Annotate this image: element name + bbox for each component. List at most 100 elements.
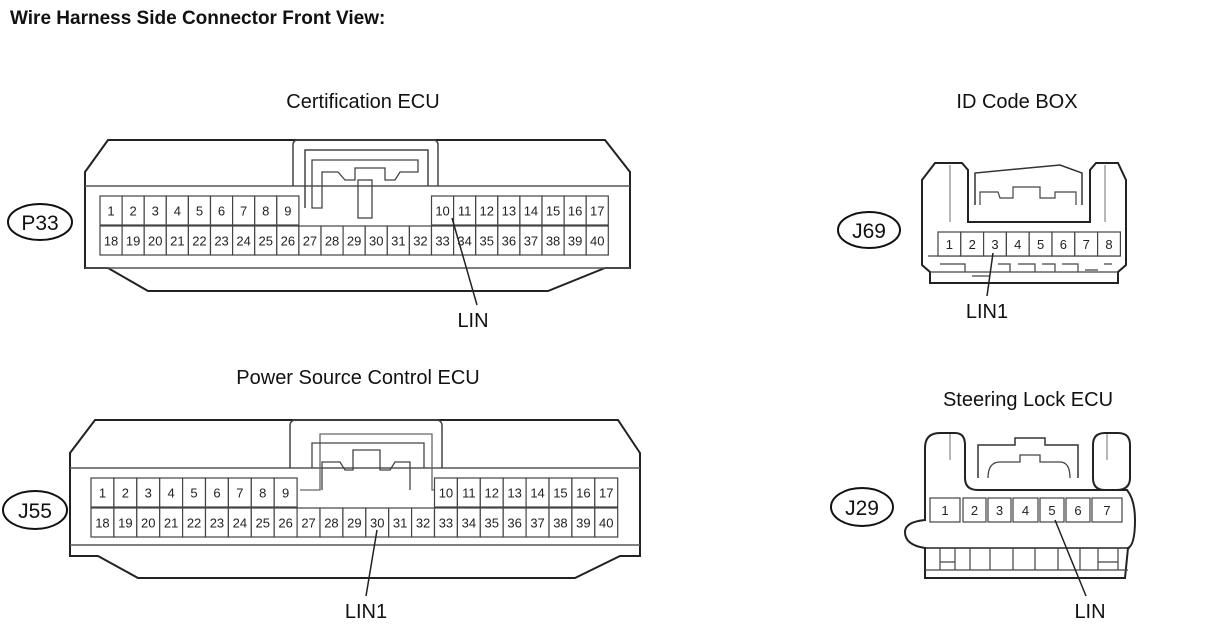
pin-p33-19: 19 [126, 234, 140, 249]
pin-p33-7: 7 [240, 204, 247, 219]
pin-p33-3: 3 [152, 204, 159, 219]
connector-j29-code: J29 [845, 497, 879, 520]
pin-j69-6: 6 [1060, 237, 1067, 252]
pin-p33-10: 10 [435, 204, 449, 219]
pin-j69-3: 3 [991, 237, 998, 252]
pin-p33-25: 25 [259, 234, 273, 249]
pin-j55-35: 35 [485, 516, 499, 531]
pin-j55-37: 37 [530, 516, 544, 531]
pin-p33-22: 22 [192, 234, 206, 249]
pin-j29-2: 2 [971, 503, 978, 518]
pin-p33-39: 39 [568, 234, 582, 249]
pin-j55-5: 5 [190, 486, 197, 501]
pin-cell [1012, 497, 1039, 523]
pin-j55-32: 32 [416, 516, 430, 531]
pin-j55-13: 13 [507, 486, 521, 501]
pin-p33-14: 14 [524, 204, 538, 219]
pin-cell [594, 477, 619, 508]
pin-j55-28: 28 [324, 516, 338, 531]
pin-p33-18: 18 [104, 234, 118, 249]
pin-p33-27: 27 [303, 234, 317, 249]
pin-p33-36: 36 [502, 234, 516, 249]
pin-j55-4: 4 [168, 486, 175, 501]
pin-j55-1: 1 [99, 486, 106, 501]
pin-j55-7: 7 [236, 486, 243, 501]
connector-p33-callout-line [451, 217, 478, 306]
pin-j55-31: 31 [393, 516, 407, 531]
pin-cell [273, 477, 298, 508]
pin-j55-22: 22 [187, 516, 201, 531]
pin-p33-4: 4 [174, 204, 181, 219]
pin-cell [1091, 497, 1123, 523]
pin-j55-27: 27 [301, 516, 315, 531]
pin-j55-21: 21 [164, 516, 178, 531]
pin-p33-24: 24 [236, 234, 250, 249]
pin-j55-34: 34 [462, 516, 476, 531]
pin-cell [585, 225, 609, 256]
pin-j55-11: 11 [462, 486, 476, 501]
connector-p33-title: Certification ECU [286, 91, 439, 113]
pin-p33-15: 15 [546, 204, 560, 219]
pin-j55-8: 8 [259, 486, 266, 501]
connector-j55-callout-label: LIN1 [345, 601, 387, 623]
pin-j55-12: 12 [485, 486, 499, 501]
pin-j55-39: 39 [576, 516, 590, 531]
connector-j55-housing [69, 419, 641, 579]
pin-j69-5: 5 [1037, 237, 1044, 252]
pin-cell [962, 497, 987, 523]
connector-j69-code: J69 [852, 220, 886, 243]
connector-p33-callout-label: LIN [457, 310, 488, 332]
pin-j69-4: 4 [1014, 237, 1021, 252]
pin-j55-2: 2 [122, 486, 129, 501]
page-title: Wire Harness Side Connector Front View: [10, 8, 386, 29]
pin-j55-30: 30 [370, 516, 384, 531]
pin-p33-28: 28 [325, 234, 339, 249]
pin-p33-2: 2 [130, 204, 137, 219]
pin-j69-7: 7 [1083, 237, 1090, 252]
pin-j69-8: 8 [1105, 237, 1112, 252]
pin-p33-12: 12 [480, 204, 494, 219]
pin-j29-7: 7 [1103, 503, 1110, 518]
pin-p33-33: 33 [435, 234, 449, 249]
pin-j29-5: 5 [1048, 503, 1055, 518]
pin-p33-35: 35 [480, 234, 494, 249]
pin-cell [585, 195, 609, 226]
pin-j55-29: 29 [347, 516, 361, 531]
connector-p33-id-badge [7, 203, 73, 241]
pin-p33-23: 23 [214, 234, 228, 249]
connector-j55-id-badge [2, 490, 68, 530]
pin-j55-26: 26 [278, 516, 292, 531]
pin-p33-37: 37 [524, 234, 538, 249]
pin-j55-6: 6 [213, 486, 220, 501]
connector-j29-id-badge [830, 487, 894, 527]
pin-cell [929, 497, 961, 523]
pin-j55-25: 25 [256, 516, 270, 531]
pin-p33-8: 8 [262, 204, 269, 219]
pin-j55-3: 3 [145, 486, 152, 501]
pin-p33-32: 32 [413, 234, 427, 249]
pin-j55-17: 17 [599, 486, 613, 501]
connector-j55-callout-line [365, 529, 378, 597]
pin-p33-40: 40 [590, 234, 604, 249]
connector-j69-callout-line [986, 252, 994, 297]
pin-j55-16: 16 [576, 486, 590, 501]
pin-j29-3: 3 [996, 503, 1003, 518]
pin-j29-1: 1 [941, 503, 948, 518]
pin-p33-17: 17 [590, 204, 604, 219]
pin-j55-9: 9 [282, 486, 289, 501]
pin-j55-23: 23 [210, 516, 224, 531]
pin-p33-29: 29 [347, 234, 361, 249]
connector-j69-housing [921, 162, 1127, 284]
pin-j29-4: 4 [1022, 503, 1029, 518]
pin-j69-2: 2 [969, 237, 976, 252]
pin-cell [276, 195, 300, 226]
pin-p33-5: 5 [196, 204, 203, 219]
pin-j55-33: 33 [439, 516, 453, 531]
